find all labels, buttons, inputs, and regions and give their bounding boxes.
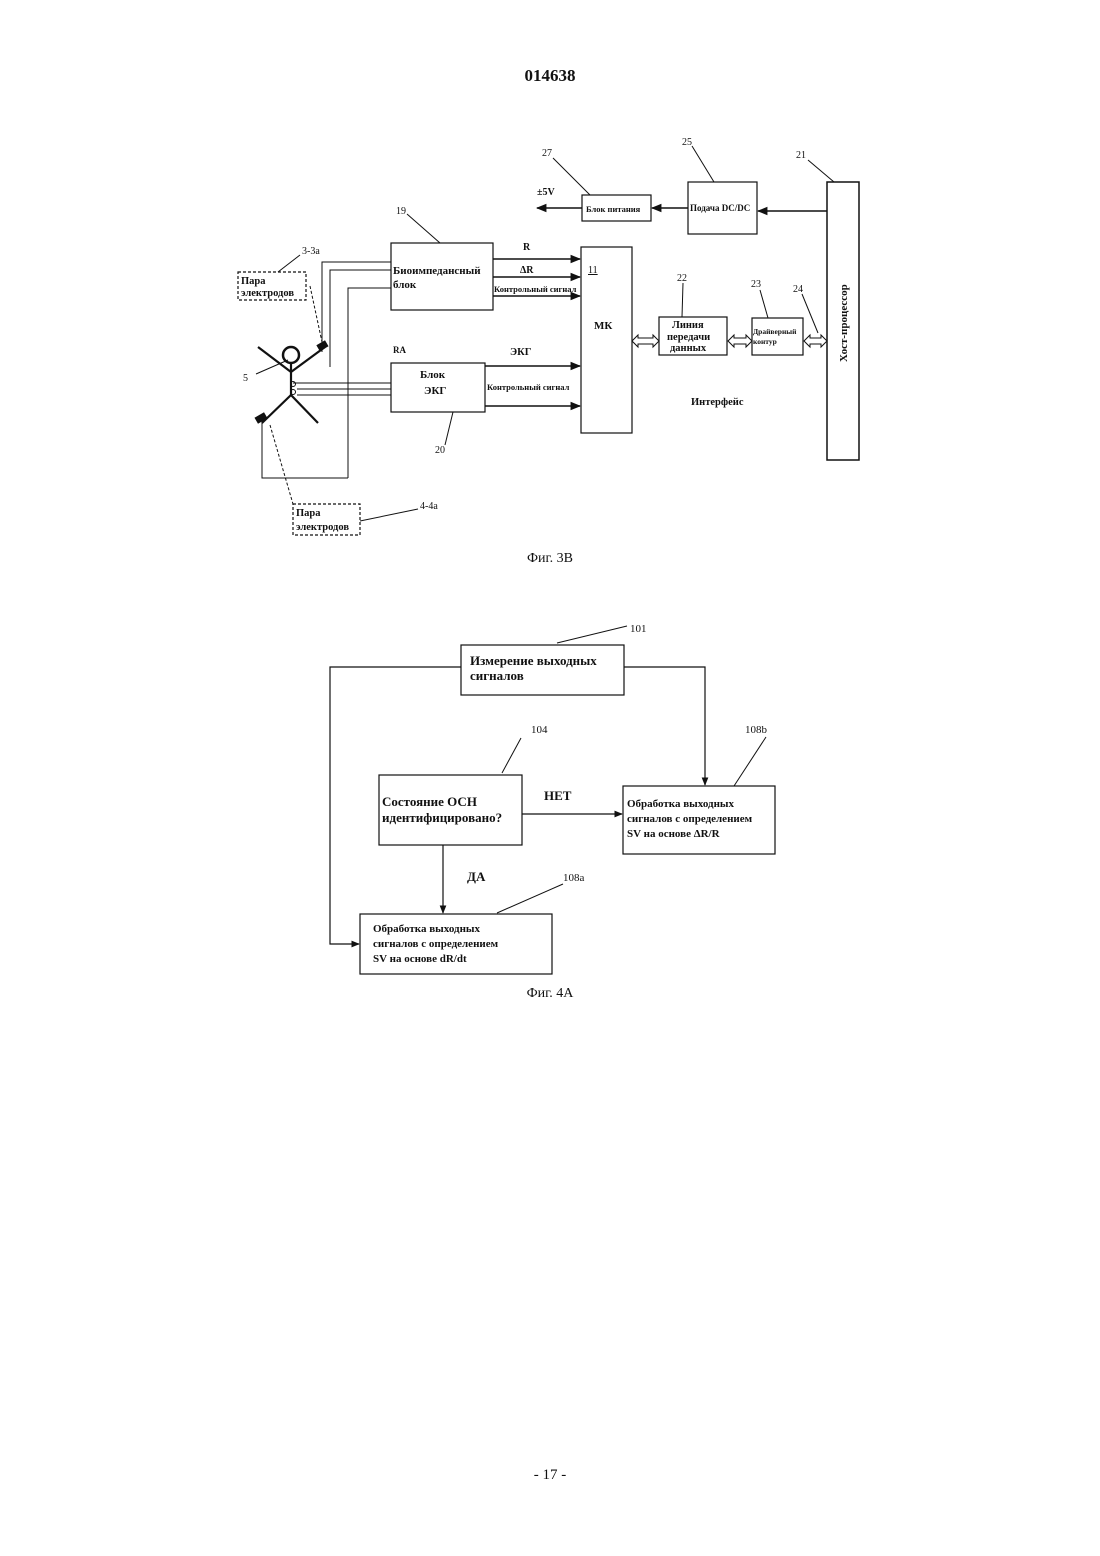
dcdc-label: Подача DC/DC [690, 203, 750, 213]
electrodes-top-connector [310, 286, 322, 342]
ref-20: 20 [435, 445, 445, 456]
fig3b-caption: Фиг. 3В [527, 551, 573, 566]
signal-dr-label: ΔR [520, 265, 534, 276]
ref-19: 19 [396, 206, 406, 217]
process-b-label-3: SV на основе ΔR/R [627, 828, 721, 840]
process-b-label-2: сигналов с определением [627, 813, 753, 825]
process-a-label-3: SV на основе dR/dt [373, 953, 467, 965]
interface-label: Интерфейс [691, 397, 744, 408]
ref-25: 25 [682, 137, 692, 148]
no-label: НЕТ [544, 788, 572, 803]
process-b-label-1: Обработка выходных [627, 798, 734, 810]
data-line-label-2: передачи [667, 332, 710, 343]
power-block-label: Блок питания [586, 204, 641, 214]
yes-label: ДА [467, 869, 486, 884]
driver-label-2: контур [753, 337, 777, 346]
stick-figure [255, 341, 328, 423]
electrodes-top-line2: электродов [241, 288, 294, 299]
arrow-measure-to-process-b [624, 667, 705, 785]
fig4a-caption: Фиг. 4А [527, 986, 575, 1001]
ref-108b: 108b [745, 724, 768, 736]
state-label-2: идентифицировано? [382, 810, 502, 825]
ref-22: 22 [677, 273, 687, 284]
ref-108a: 108a [563, 872, 585, 884]
data-line-label-1: Линия [672, 320, 704, 331]
fig4a-leaders [497, 626, 766, 913]
figure-3b-text: 27 25 21 19 3-3a 11 22 23 24 5 20 4-4a ±… [241, 137, 850, 566]
ra-label: RA [393, 345, 406, 355]
bioimpedance-label-2: блок [393, 279, 417, 291]
ecg-block-label-1: Блок [420, 369, 446, 381]
electrodes-bottom-line2: электродов [296, 522, 349, 533]
ecg-block-label-2: ЭКГ [424, 385, 446, 397]
ref-3-3a: 3-3a [302, 246, 320, 257]
plus5v-label: ±5V [537, 187, 555, 198]
host-processor-label: Хост-процессор [838, 284, 850, 362]
signal-r-label: R [523, 242, 531, 253]
ref-21: 21 [796, 150, 806, 161]
bioimpedance-label-1: Биоимпедансный [393, 265, 481, 277]
ref-101: 101 [630, 623, 647, 635]
process-a-label-2: сигналов с определением [373, 938, 499, 950]
data-line-label-3: данных [670, 343, 707, 354]
ref-27: 27 [542, 148, 552, 159]
electrodes-top-line1: Пара [241, 276, 266, 287]
measure-label-1: Измерение выходных [470, 653, 597, 668]
ref-5: 5 [243, 373, 248, 384]
page-number: - 17 - [0, 1467, 1100, 1484]
ref-11: 11 [588, 265, 598, 276]
ref-24: 24 [793, 284, 803, 295]
process-a-label-1: Обработка выходных [373, 923, 480, 935]
mk-label: МК [594, 320, 612, 332]
measure-label-2: сигналов [470, 668, 524, 683]
electrodes-bottom-line1: Пара [296, 508, 321, 519]
figure-4a-text: 101 104 108b 108a Измерение выходных сиг… [373, 623, 768, 1001]
ref-104: 104 [531, 724, 548, 736]
driver-label-1: Драйверный [753, 327, 797, 336]
ecg-signal-label: ЭКГ [510, 347, 532, 358]
double-arrows [632, 335, 827, 347]
electrodes-bottom-connector [270, 425, 293, 504]
ref-23: 23 [751, 279, 761, 290]
ref-4-4a: 4-4a [420, 501, 438, 512]
state-label-1: Состояние ОСН [382, 794, 477, 809]
control-signal-label-1: Контрольный сигнал [494, 284, 577, 294]
control-signal-label-2: Контрольный сигнал [487, 382, 570, 392]
